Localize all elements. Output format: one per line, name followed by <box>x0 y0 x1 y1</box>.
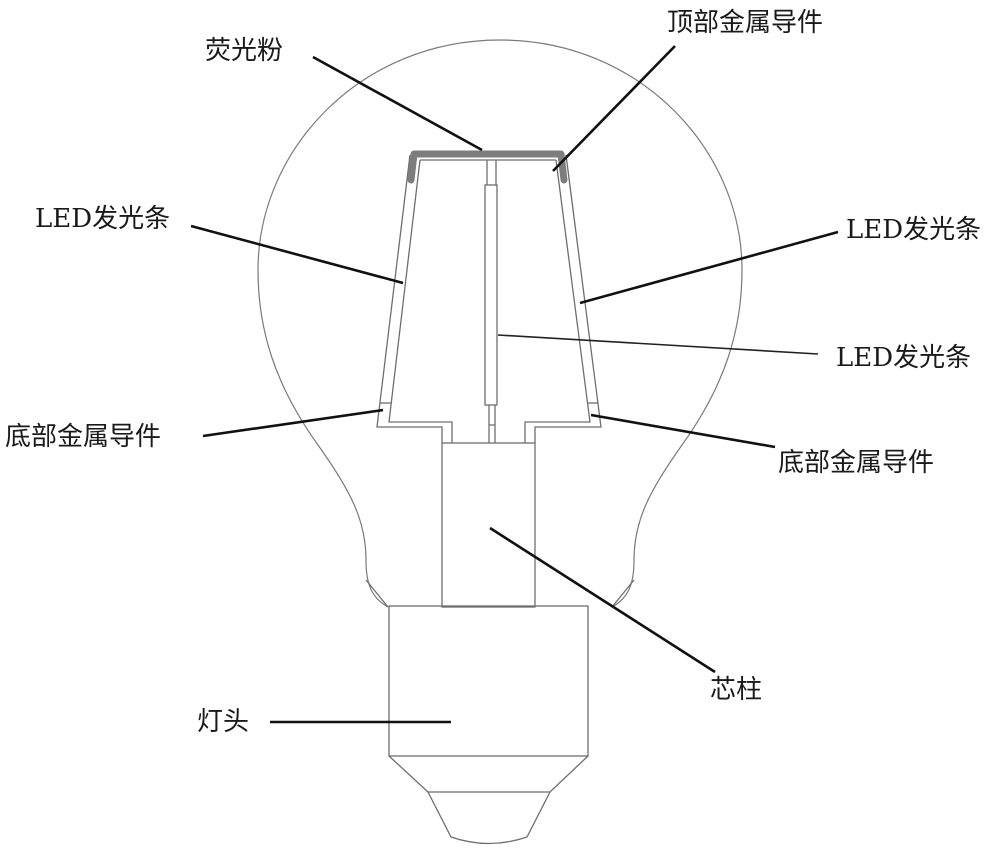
label-led-strip-center: LED发光条 <box>836 343 972 373</box>
leader-phosphor <box>312 55 483 152</box>
leader-top-metal-lead <box>552 45 676 172</box>
leader-led-strip-left <box>190 224 404 285</box>
center-led-strip <box>484 184 498 406</box>
lamp-base-tip <box>427 791 551 845</box>
bottom-lead-frame-outer <box>376 154 602 443</box>
bottom-lead-frame-inner <box>388 159 591 443</box>
leader-stem <box>489 526 716 674</box>
leader-led-strip-center <box>497 334 819 355</box>
label-phosphor: 荧光粉 <box>205 36 284 66</box>
label-bottom-metal-lead-left: 底部金属导件 <box>5 422 162 452</box>
label-stem: 芯柱 <box>710 675 763 705</box>
leader-led-strip-right <box>579 230 839 305</box>
glass-bulb-outline <box>257 39 743 608</box>
label-bottom-metal-lead-right: 底部金属导件 <box>778 448 935 478</box>
lamp-base-neck <box>365 579 635 608</box>
leader-bottom-lead-right <box>590 413 776 449</box>
lamp-base-body <box>388 605 589 757</box>
label-led-strip-right: LED发光条 <box>846 215 982 245</box>
top-metal-lead-phosphor <box>407 150 568 184</box>
label-top-metal-lead: 顶部金属导件 <box>667 8 824 38</box>
leader-bottom-lead-left <box>202 408 384 438</box>
stem-body <box>441 442 536 608</box>
label-lamp-base: 灯头 <box>197 707 250 737</box>
label-led-strip-left: LED发光条 <box>35 204 171 234</box>
lamp-base-taper <box>388 755 589 793</box>
